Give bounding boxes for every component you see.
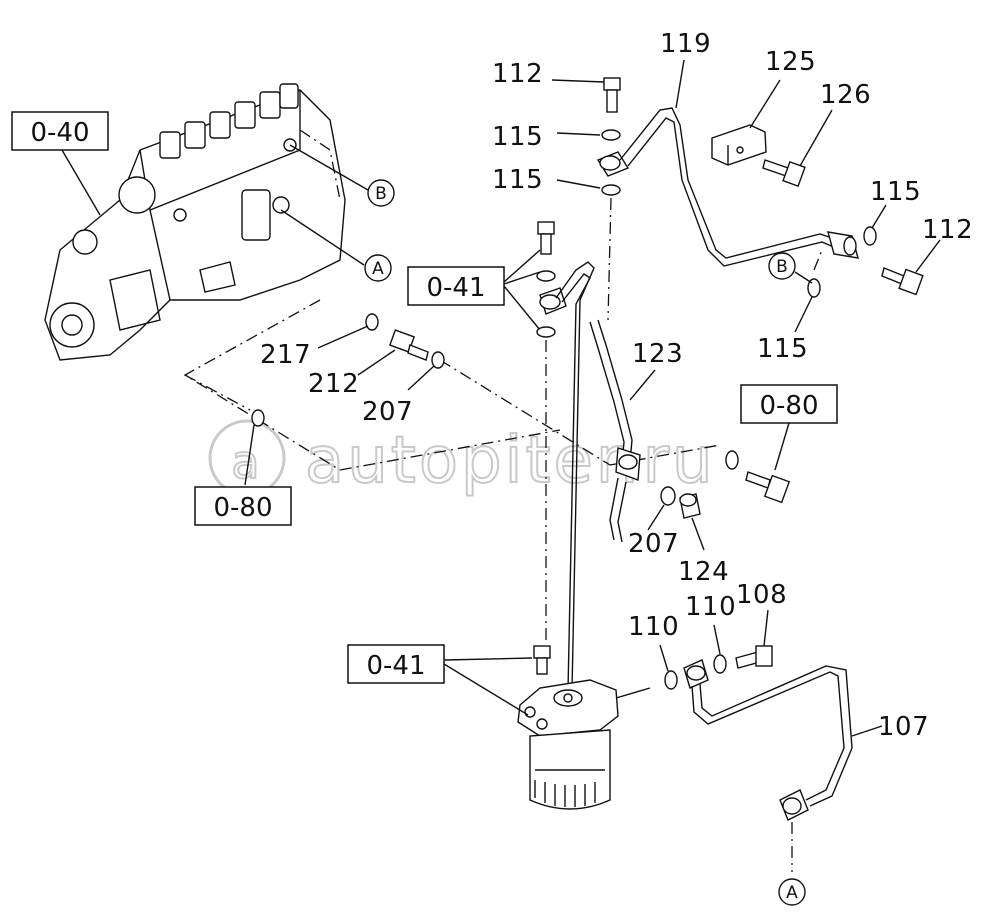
ref-box-0-80-right: 0-80	[725, 384, 838, 504]
cap-124	[679, 493, 705, 551]
bolt-112-top	[551, 77, 621, 113]
ref-box-0-40: 0-40	[11, 111, 109, 216]
pipe-107	[683, 659, 883, 872]
svg-text:0-41: 0-41	[366, 651, 425, 681]
callout-207-right: 207	[628, 529, 679, 559]
washer-115-c	[863, 204, 887, 246]
pipe-119	[619, 59, 859, 267]
callout-124: 124	[678, 557, 729, 587]
washer-207-right	[647, 486, 676, 531]
feed-pipe-vertical	[545, 261, 595, 691]
washer-110-a	[659, 644, 678, 690]
ref-box-0-41-upper: 0-41	[407, 249, 541, 331]
callout-115-d: 115	[757, 334, 808, 364]
svg-text:B: B	[375, 184, 387, 204]
ref-box-0-80-left: 0-80	[194, 486, 292, 526]
svg-text:A: A	[372, 259, 384, 279]
callout-112-right: 112	[922, 215, 973, 245]
bolt-126	[762, 109, 833, 188]
callout-126: 126	[820, 80, 871, 110]
callout-119: 119	[660, 29, 711, 59]
callout-217: 217	[260, 340, 311, 370]
callout-115-b: 115	[492, 165, 543, 195]
bolt-212	[357, 329, 429, 376]
washer-110-b	[713, 624, 727, 674]
bolt-lower-center	[533, 645, 551, 675]
bolt-108	[735, 609, 773, 669]
callout-125: 125	[765, 47, 816, 77]
callout-207-left: 207	[362, 397, 413, 427]
callout-110-b: 110	[685, 592, 736, 622]
washer-115-a	[556, 129, 621, 141]
bolt-upper-center	[536, 221, 556, 282]
ref-circle-a-pump: A	[280, 209, 392, 282]
ref-circle-b-right: B	[768, 252, 813, 284]
clip-125	[711, 79, 781, 166]
svg-text:a: a	[231, 435, 262, 489]
fuel-filter	[517, 679, 651, 810]
callout-115-c: 115	[870, 177, 921, 207]
watermark: a autopiter.ru	[208, 419, 716, 499]
callout-107: 107	[878, 712, 929, 742]
callout-112-top: 112	[492, 59, 543, 89]
svg-text:A: A	[786, 883, 798, 903]
washer-207-left	[407, 351, 445, 391]
pipe-123	[589, 319, 656, 543]
washer-115-d	[794, 249, 823, 333]
callout-108: 108	[736, 580, 787, 610]
svg-text:0-41: 0-41	[426, 273, 485, 303]
washer-left-lower	[244, 409, 265, 486]
svg-text:0-40: 0-40	[30, 118, 89, 148]
svg-text:0-80: 0-80	[759, 391, 818, 421]
washer-115-b	[556, 179, 621, 196]
injection-pump	[44, 83, 346, 361]
ref-circle-b-pump: B	[289, 144, 395, 207]
callout-115-a: 115	[492, 122, 543, 152]
bolt-112-right	[881, 239, 941, 296]
svg-text:B: B	[776, 257, 788, 277]
ref-box-0-41-lower: 0-41	[347, 644, 533, 716]
callout-110-a: 110	[628, 612, 679, 642]
washer-217	[317, 313, 379, 349]
svg-text:0-80: 0-80	[213, 493, 272, 523]
ref-circle-a-bottom: A	[778, 878, 806, 906]
callout-123: 123	[632, 339, 683, 369]
callout-212: 212	[308, 369, 359, 399]
banjo-eye-center	[536, 287, 567, 338]
banjo-eye-top	[596, 151, 630, 177]
watermark-text: autopiter.ru	[305, 424, 716, 498]
